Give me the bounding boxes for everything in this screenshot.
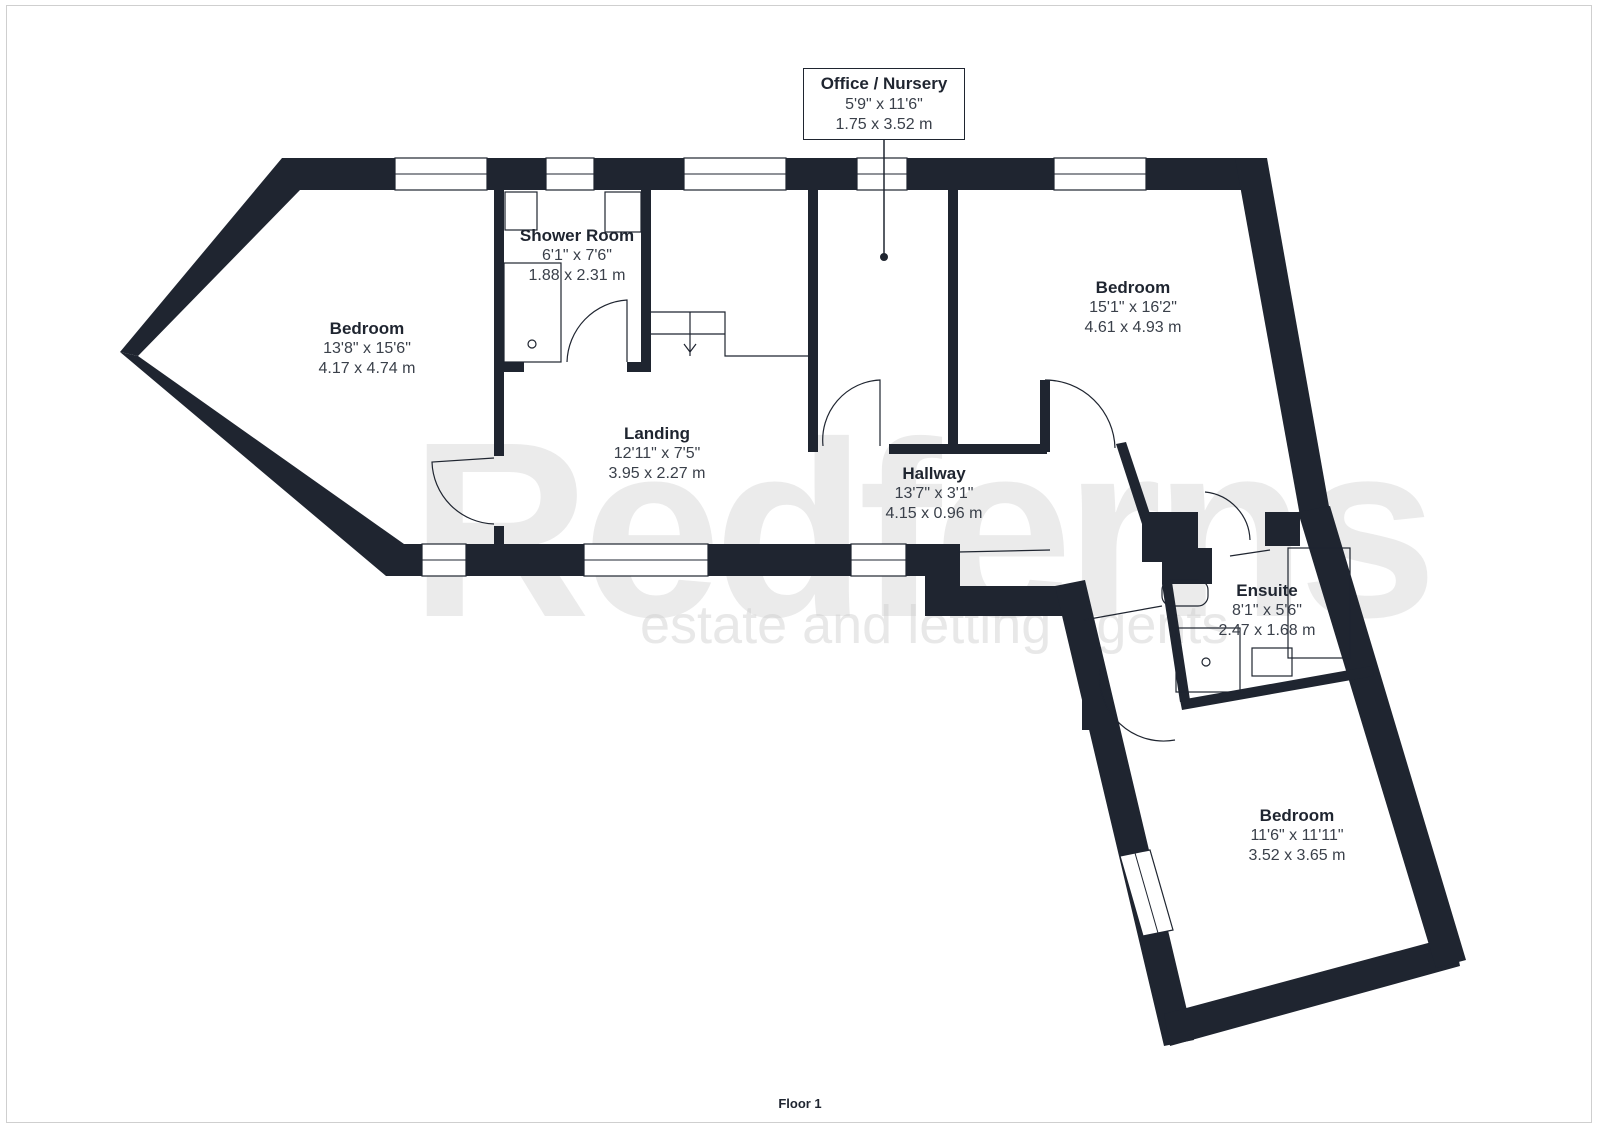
wall-right-upper (1235, 158, 1330, 516)
room-name: Bedroom (1259, 806, 1335, 825)
room-metric: 1.88 x 2.31 m (528, 267, 626, 284)
wall-hall-right (1040, 380, 1050, 452)
room-name: Office / Nursery (820, 74, 948, 93)
room-name: Bedroom (329, 319, 405, 338)
door-bedroom-2 (1044, 379, 1116, 449)
room-name: Bedroom (1095, 278, 1171, 297)
door-ensuite (1204, 491, 1251, 541)
ensuite-shower (1175, 627, 1241, 693)
door-shower (566, 299, 628, 363)
door-office (822, 379, 881, 447)
wall-wing-right (1298, 506, 1466, 968)
room-imperial: 11'6" x 11'11" (1250, 827, 1344, 844)
shower-sink (604, 191, 642, 233)
wall-office-right (948, 190, 958, 452)
wall-landing-stub (494, 526, 504, 546)
ensuite-toilet (1161, 579, 1209, 607)
room-imperial: 15'1" x 16'2" (1089, 299, 1177, 316)
wall-left-lower (120, 352, 404, 576)
room-name: Ensuite (1236, 581, 1298, 600)
wall-left-upper (120, 158, 300, 356)
wall-ensuite-block2 (1162, 548, 1212, 584)
wall-shower-bottom (494, 362, 524, 372)
room-imperial: 6'1" x 7'6" (542, 247, 612, 264)
wall-wing-bottom (1164, 936, 1460, 1046)
wall-shower-right (641, 190, 651, 368)
room-name: Landing (623, 424, 691, 443)
room-label-bedroom-1: Bedroom 13'8" x 15'6" 4.17 x 4.74 m (319, 318, 416, 379)
room-metric: 3.52 x 3.65 m (1248, 847, 1346, 864)
callout-dot (880, 253, 888, 261)
wall-hall-diag (1116, 442, 1152, 524)
shower-toilet (504, 191, 538, 231)
room-name: Hallway (902, 464, 966, 483)
room-metric: 4.15 x 0.96 m (885, 505, 983, 522)
door-left-bedroom (431, 457, 495, 525)
room-name: Shower Room (519, 226, 635, 245)
page-frame (6, 5, 1592, 1123)
room-label-office-nursery: Office / Nursery 5'9" x 11'6" 1.75 x 3.5… (803, 68, 965, 140)
room-label-hallway: Hallway 13'7" x 3'1" 4.15 x 0.96 m (886, 463, 983, 524)
room-label-bedroom-3: Bedroom 11'6" x 11'11" 3.52 x 3.65 m (1249, 805, 1346, 866)
shower-tray (503, 262, 562, 363)
floor-label: Floor 1 (778, 1096, 822, 1111)
room-label-bedroom-2: Bedroom 15'1" x 16'2" 4.61 x 4.93 m (1085, 277, 1182, 338)
wall-hall-top (889, 444, 1047, 454)
wall-wing-stub (1082, 690, 1094, 730)
room-label-shower-room: Shower Room 6'1" x 7'6" 1.88 x 2.31 m (520, 225, 634, 286)
wall-bottom-step2 (925, 586, 1080, 616)
wall-shower-left (494, 190, 504, 456)
wall-office-left (808, 190, 818, 452)
wall-bath-block (1265, 512, 1300, 546)
door-wing (1099, 669, 1176, 742)
room-imperial: 13'7" x 3'1" (894, 485, 974, 502)
ensuite-bath (1287, 547, 1351, 659)
room-imperial: 13'8" x 15'6" (323, 340, 411, 357)
room-metric: 4.17 x 4.74 m (318, 360, 416, 377)
room-imperial: 5'9" x 11'6" (845, 96, 923, 113)
ensuite-sink (1251, 647, 1293, 677)
room-label-landing: Landing 12'11" x 7'5" 3.95 x 2.27 m (609, 423, 706, 484)
wall-shower-bottom2 (627, 362, 651, 372)
room-imperial: 8'1" x 5'6" (1232, 602, 1302, 619)
room-metric: 3.95 x 2.27 m (608, 465, 706, 482)
room-imperial: 12'11" x 7'5" (613, 445, 701, 462)
room-label-ensuite: Ensuite 8'1" x 5'6" 2.47 x 1.68 m (1219, 580, 1316, 641)
wall-ensuite-bottom (1180, 666, 1374, 710)
room-metric: 4.61 x 4.93 m (1084, 319, 1182, 336)
room-metric: 1.75 x 3.52 m (835, 116, 933, 133)
room-metric: 2.47 x 1.68 m (1218, 622, 1316, 639)
